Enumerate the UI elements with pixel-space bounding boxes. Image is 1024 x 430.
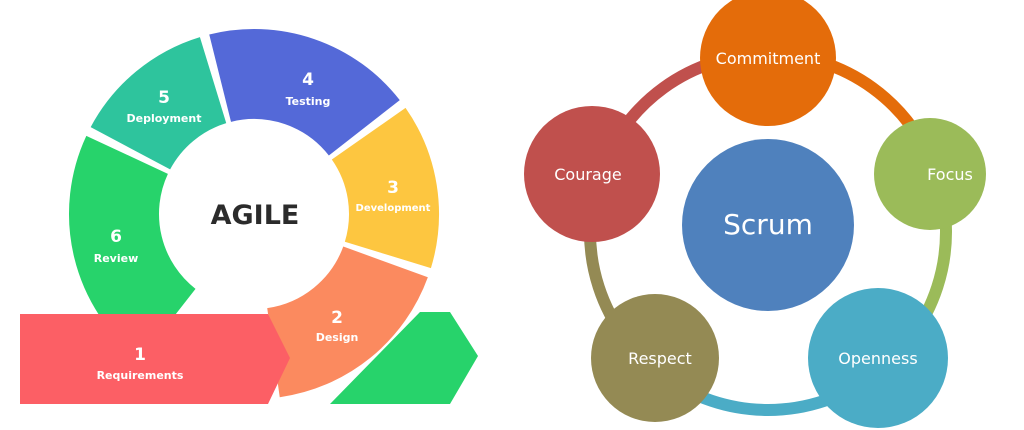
step-label: Design: [316, 331, 359, 344]
segment-review: [69, 135, 197, 360]
step-label: Requirements: [97, 369, 184, 382]
value-respect-circle: [591, 294, 719, 422]
segment-development: [331, 107, 439, 269]
scrum-center-label: Scrum: [723, 208, 813, 241]
scrum-values: Commitment Focus Openness Respect Courag…: [524, 0, 986, 428]
step-label: Development: [356, 203, 431, 214]
step-label: Deployment: [127, 112, 202, 125]
value-label: Openness: [838, 349, 917, 368]
step-number: 4: [302, 70, 314, 90]
value-label: Commitment: [716, 49, 821, 68]
value-label: Courage: [554, 165, 621, 184]
step-number: 1: [134, 345, 146, 365]
agile-cycle: AGILE 1 Requirements 2 Design 3 Developm…: [20, 29, 478, 404]
step-label: Review: [94, 252, 139, 265]
segment-testing: [209, 29, 400, 157]
value-courage-circle: [524, 106, 660, 242]
value-label: Respect: [628, 349, 692, 368]
step-number: 6: [110, 227, 122, 247]
agile-center-label: AGILE: [211, 200, 300, 231]
step-number: 3: [387, 178, 399, 198]
value-openness-circle: [808, 288, 948, 428]
value-focus-circle: [874, 118, 986, 230]
segment-design: [265, 245, 428, 398]
step-number: 5: [158, 88, 170, 108]
scrum-center-circle: [682, 139, 854, 311]
review-arrow-head: [330, 312, 478, 404]
value-commitment-circle: [700, 0, 836, 126]
value-label: Focus: [927, 165, 973, 184]
segment-requirements: [20, 314, 290, 404]
step-label: Testing: [286, 95, 331, 108]
step-number: 2: [331, 308, 343, 328]
segment-deployment: [90, 37, 228, 171]
